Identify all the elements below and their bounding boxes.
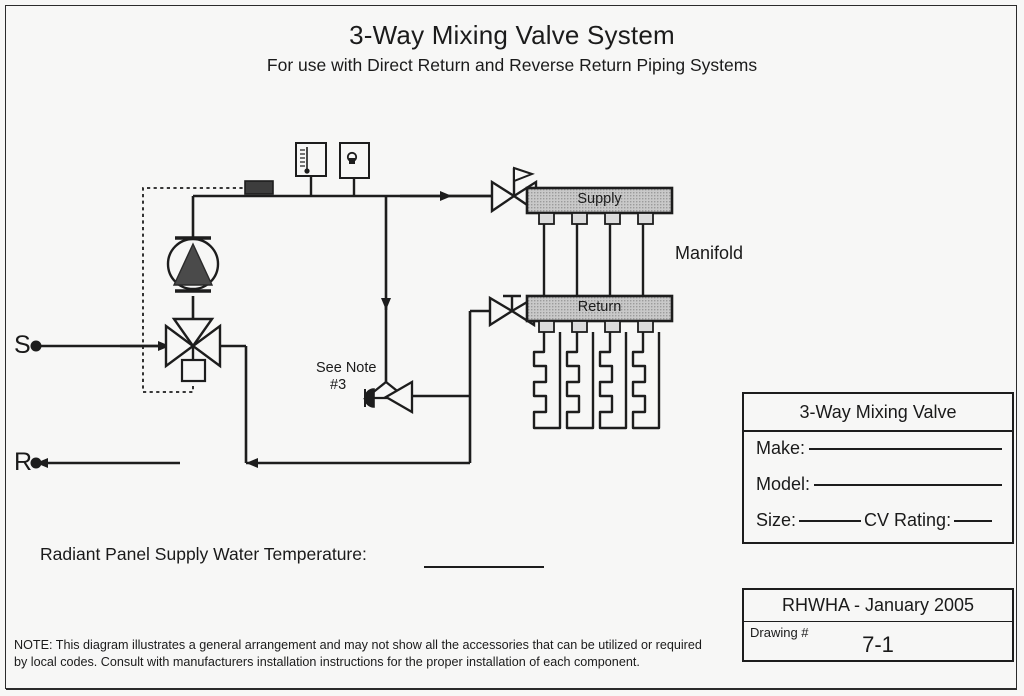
control-wiring — [142, 187, 246, 393]
mixing-valve-return-leg — [218, 344, 248, 463]
cv-label: CV Rating: — [864, 510, 952, 530]
title-block-row-make: Make: — [756, 436, 1002, 472]
balancing-bypass-valve — [362, 380, 414, 414]
footer-divider — [6, 688, 1017, 690]
air-vent — [339, 142, 370, 196]
cv-field[interactable] — [954, 504, 993, 522]
drawing-number-value: 7-1 — [862, 632, 894, 657]
title-block-heading: 3-Way Mixing Valve — [744, 394, 1012, 432]
three-way-mixing-valve — [164, 317, 222, 383]
manifold-label: Manifold — [675, 243, 744, 263]
radiant-panel-serpentine-circuits — [532, 332, 661, 430]
manifold-supply-bar — [525, 186, 674, 215]
size-label: Size: — [756, 510, 797, 530]
supply-inlet-pipe — [30, 340, 170, 352]
bypass-branch-pipe — [381, 196, 470, 398]
title-block: 3-Way Mixing Valve Make: Model: Size: CV… — [742, 392, 1014, 544]
return-outlet-pipe — [30, 311, 472, 469]
page-subtitle: For use with Direct Return and Reverse R… — [266, 55, 758, 75]
size-field[interactable] — [799, 504, 862, 522]
model-label: Model: — [756, 474, 811, 494]
pump-riser-pipe — [191, 194, 498, 318]
revision-block: RHWHA - January 2005 Drawing # 7-1 — [742, 588, 1014, 662]
footer-note: NOTE: This diagram illustrates a general… — [14, 638, 702, 669]
manifold-supply-label: Supply — [577, 191, 622, 207]
title-block-row-model: Model: — [756, 472, 1002, 508]
manifold-circuits — [538, 212, 654, 333]
thermometer-gauge — [295, 142, 327, 196]
radiant-panel-temperature-label: Radiant Panel Supply Water Temperature: — [40, 544, 367, 564]
circulator-pump — [166, 236, 220, 293]
page-title: 3-Way Mixing Valve System — [349, 20, 675, 50]
revision-heading: RHWHA - January 2005 — [744, 590, 1012, 622]
drawing-number-area: Drawing # 7-1 — [744, 622, 1012, 663]
note-reference-line2: #3 — [330, 377, 347, 393]
make-label: Make: — [756, 438, 806, 458]
strap-on-temperature-sensor — [244, 180, 274, 195]
note-reference-line1: See Note — [316, 360, 377, 376]
model-field[interactable] — [814, 468, 1002, 486]
return-port-label: R — [14, 448, 33, 476]
valve-actuator — [180, 358, 207, 383]
make-field[interactable] — [809, 432, 1002, 450]
manifold-return-bar — [525, 294, 674, 323]
radiant-panel-temperature-field[interactable] — [424, 566, 544, 568]
title-block-row-size: Size: CV Rating: — [756, 508, 1002, 544]
drawing-number-label: Drawing # — [750, 625, 809, 640]
manifold-return-label: Return — [577, 299, 622, 315]
supply-port-label: S — [14, 331, 31, 359]
